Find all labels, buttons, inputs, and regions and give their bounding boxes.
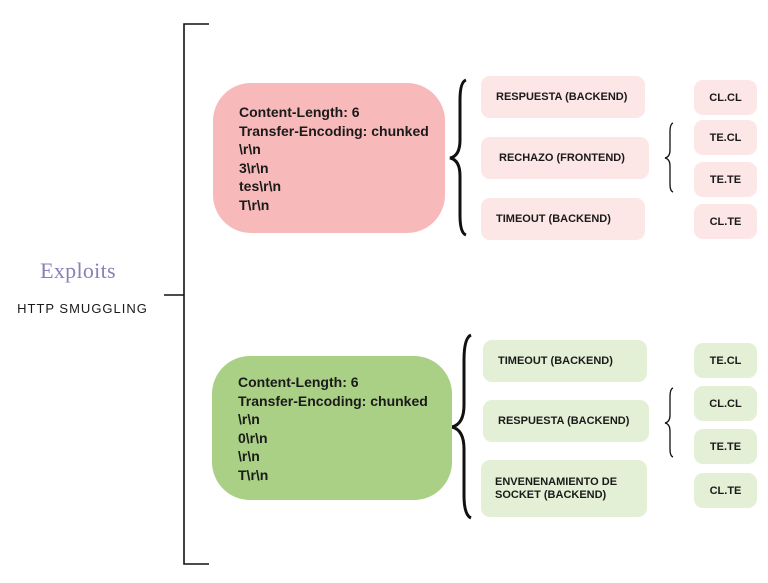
outcome-pill-line: ENVENENAMIENTO DE	[495, 475, 618, 488]
case-tag: CL.CL	[694, 386, 757, 421]
case-tag: CL.TE	[694, 473, 757, 508]
request-line: \r\n	[239, 141, 261, 158]
outcome-pill: RECHAZO (FRONTEND)	[481, 137, 649, 179]
outcome-pill: TIMEOUT (BACKEND)	[481, 198, 645, 240]
case-tag: CL.TE	[694, 204, 757, 239]
request-line: \r\n	[238, 411, 260, 428]
request-line: 3\r\n	[239, 159, 269, 176]
outcome-pill: TIMEOUT (BACKEND)	[483, 340, 647, 382]
outcome-pill: ENVENENAMIENTO DE SOCKET (BACKEND)	[481, 460, 647, 517]
request-line: tes\r\n	[239, 178, 282, 195]
case-tag: TE.TE	[694, 429, 757, 464]
request-line: T\r\n	[239, 196, 270, 213]
root-subtitle: HTTP SMUGGLING	[17, 301, 148, 316]
request-line: Transfer-Encoding: chunked	[238, 392, 428, 409]
outcome-pill: RESPUESTA (BACKEND)	[481, 76, 645, 118]
bottom-outcomes-brace	[451, 333, 472, 520]
request-line: T\r\n	[238, 466, 269, 483]
request-line: Transfer-Encoding: chunked	[239, 122, 429, 139]
top-outcomes-brace	[449, 78, 467, 237]
bottom-cases-brace	[664, 387, 674, 458]
request-line: Content-Length: 6	[238, 374, 359, 390]
case-tag: TE.TE	[694, 162, 757, 197]
top-request-box: Content-Length: 6 Transfer-Encoding: chu…	[213, 83, 445, 233]
case-tag: TE.CL	[694, 343, 757, 378]
root-title: Exploits	[40, 258, 116, 283]
top-cases-brace	[664, 122, 674, 193]
request-line: Content-Length: 6	[239, 104, 360, 120]
outcome-pill-line: SOCKET (BACKEND)	[495, 488, 607, 501]
bottom-request-box: Content-Length: 6 Transfer-Encoding: chu…	[212, 356, 452, 500]
case-tag: TE.CL	[694, 120, 757, 155]
outcome-pill: RESPUESTA (BACKEND)	[483, 400, 649, 442]
root-bracket	[183, 23, 209, 565]
case-tag: CL.CL	[694, 80, 757, 115]
request-line: 0\r\n	[238, 429, 268, 446]
request-line: \r\n	[238, 448, 260, 465]
